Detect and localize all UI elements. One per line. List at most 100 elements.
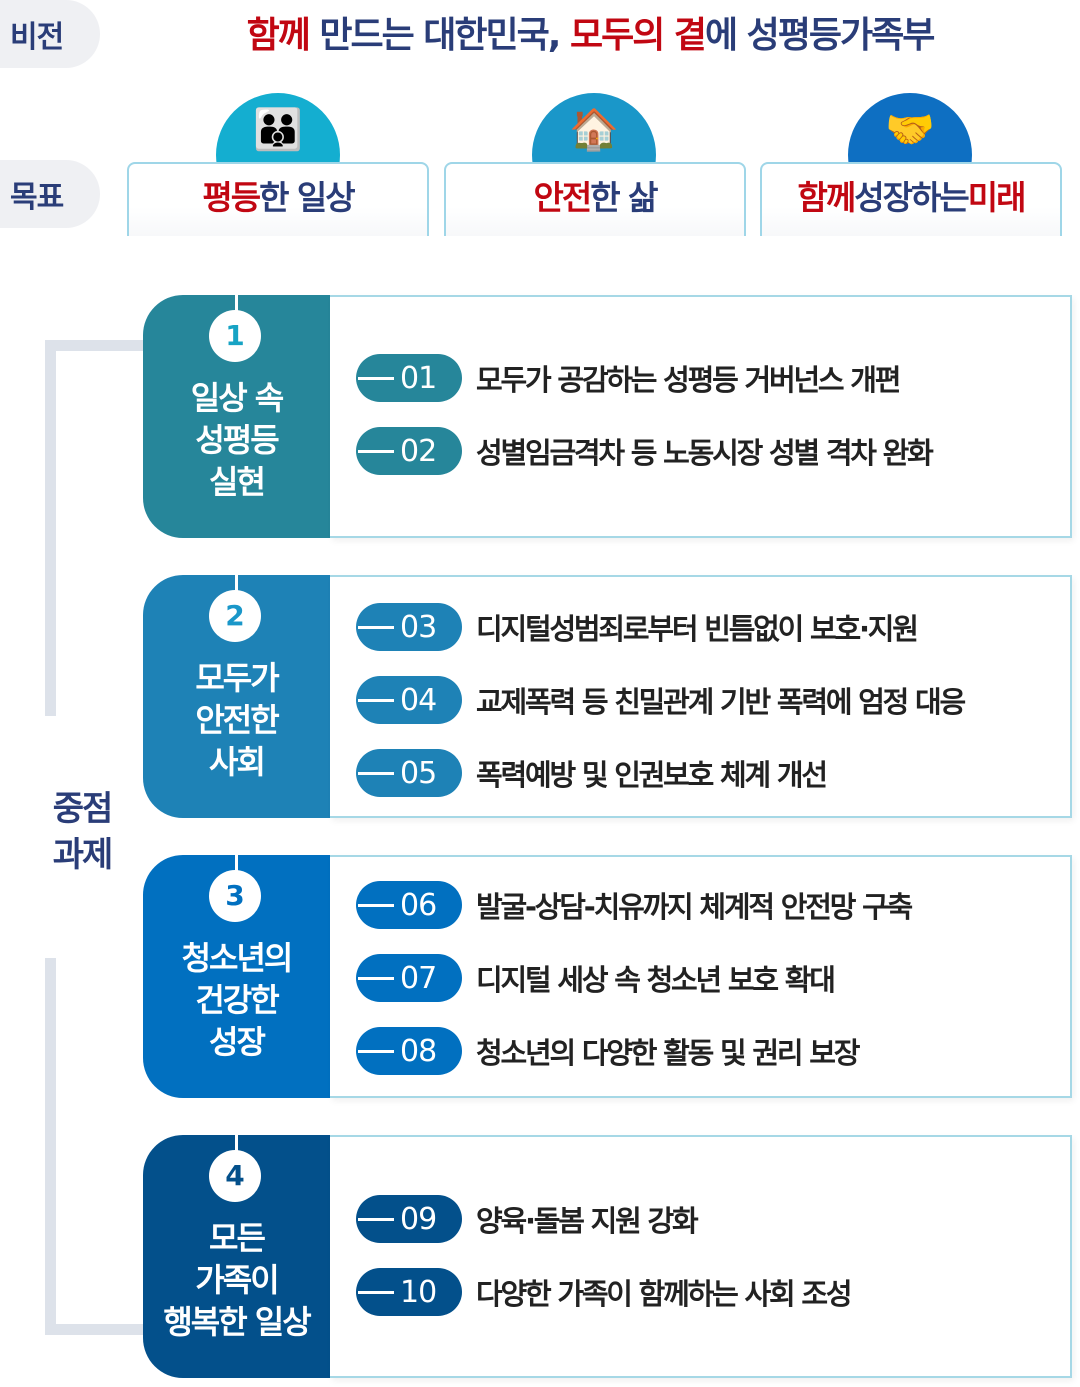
task-number-badge: 06 (356, 881, 462, 929)
task-number-badge: 04 (356, 676, 462, 724)
task-text: 성별임금격차 등 노동시장 성별 격차 완화 (476, 436, 934, 470)
dash-icon (358, 1217, 394, 1221)
focus-label-line: 과제 (52, 835, 114, 875)
goal-text-part: 평등 (202, 178, 261, 217)
task-number: 02 (400, 433, 437, 469)
section-header: 3 청소년의 건강한 성장 (143, 855, 330, 1098)
section-number-badge: 4 (209, 1150, 261, 1202)
task-text: 디지털 세상 속 청소년 보호 확대 (476, 963, 836, 997)
goal-text-part: 함께 (797, 178, 857, 217)
task-number-badge: 09 (356, 1195, 462, 1243)
task-text: 교제폭력 등 친밀관계 기반 폭력에 엄정 대응 (476, 685, 966, 719)
focus-label-line: 중점 (52, 789, 114, 829)
goal-card-growing-together-future: 함께 성장하는 미래 (760, 162, 1062, 236)
task-number: 06 (400, 887, 437, 923)
section-title: 청소년의 건강한 성장 (143, 937, 330, 1063)
hand-holding-house-icon: 🏠 (569, 107, 619, 153)
dash-icon (358, 976, 394, 980)
section-items-panel: 01 모두가 공감하는 성평등 거버넌스 개편 02 성별임금격차 등 노동시장… (330, 295, 1072, 538)
section-items-panel: 09 양육·돌봄 지원 강화 10 다양한 가족이 함께하는 사회 조성 (330, 1135, 1072, 1378)
bracket-top-horizontal (45, 340, 145, 351)
task-number: 03 (400, 609, 437, 645)
task-item: 01 모두가 공감하는 성평등 거버넌스 개편 (356, 353, 901, 403)
goals-label: 목표 (0, 160, 100, 228)
goal-text-part: 한 삶 (590, 178, 658, 217)
bracket-bottom-horizontal (45, 1324, 145, 1335)
dash-icon (358, 625, 394, 629)
dash-icon (358, 1290, 394, 1294)
connector-stem (235, 575, 238, 591)
section-title: 일상 속 성평등 실현 (143, 377, 330, 503)
task-number: 10 (400, 1274, 437, 1310)
task-number: 09 (400, 1201, 437, 1237)
vision-title-part: 만드는 대한민국, (308, 15, 570, 56)
section-title: 모두가 안전한 사회 (143, 657, 330, 783)
bracket-lower-vertical (45, 958, 56, 1335)
hands-holding-people-icon: 👪 (253, 107, 303, 153)
section-title-line: 건강한 (195, 981, 279, 1019)
task-number: 01 (400, 360, 437, 396)
dash-icon (358, 449, 394, 453)
section-number-badge: 1 (209, 310, 261, 362)
task-text: 모두가 공감하는 성평등 거버넌스 개편 (476, 363, 901, 397)
bracket-upper-vertical (45, 340, 56, 716)
section-title-line: 성평등 (195, 421, 279, 459)
section-title: 모든 가족이 행복한 일상 (143, 1217, 330, 1343)
task-number-badge: 03 (356, 603, 462, 651)
task-item: 05 폭력예방 및 인권보호 체계 개선 (356, 748, 828, 798)
vision-title-part: 에 성평등가족부 (705, 15, 935, 56)
section-title-line: 행복한 일상 (163, 1303, 311, 1341)
task-text: 디지털성범죄로부터 빈틈없이 보호·지원 (476, 612, 919, 646)
dash-icon (358, 376, 394, 380)
goal-text-part: 미래 (967, 178, 1027, 217)
task-item: 08 청소년의 다양한 활동 및 권리 보장 (356, 1026, 860, 1076)
section-title-line: 사회 (209, 743, 266, 781)
section-title-line: 안전한 (195, 701, 279, 739)
task-item: 04 교제폭력 등 친밀관계 기반 폭력에 엄정 대응 (356, 675, 966, 725)
goal-text-part: 한 일상 (259, 178, 356, 217)
vision-title: 함께 만드는 대한민국, 모두의 곁에 성평등가족부 (120, 6, 1060, 66)
task-number: 05 (400, 755, 437, 791)
focus-section-4: 4 모든 가족이 행복한 일상 09 양육·돌봄 지원 강화 10 다양한 가족… (143, 1135, 1072, 1378)
connector-stem (235, 855, 238, 871)
section-items-panel: 06 발굴-상담-치유까지 체계적 안전망 구축 07 디지털 세상 속 청소년… (330, 855, 1072, 1098)
section-number-badge: 2 (209, 590, 261, 642)
vision-title-part: 모두의 곁 (569, 15, 707, 56)
task-number: 07 (400, 960, 437, 996)
section-title-line: 모든 (209, 1219, 266, 1257)
section-title-line: 일상 속 (190, 379, 284, 417)
section-title-line: 청소년의 (181, 939, 294, 977)
task-item: 07 디지털 세상 속 청소년 보호 확대 (356, 953, 836, 1003)
task-item: 02 성별임금격차 등 노동시장 성별 격차 완화 (356, 426, 934, 476)
goal-text-part: 안전 (533, 178, 593, 217)
focus-section-1: 1 일상 속 성평등 실현 01 모두가 공감하는 성평등 거버넌스 개편 02… (143, 295, 1072, 538)
focus-section-2: 2 모두가 안전한 사회 03 디지털성범죄로부터 빈틈없이 보호·지원 04 … (143, 575, 1072, 818)
task-number-badge: 02 (356, 427, 462, 475)
task-item: 10 다양한 가족이 함께하는 사회 조성 (356, 1267, 853, 1317)
task-number-badge: 08 (356, 1027, 462, 1075)
task-text: 청소년의 다양한 활동 및 권리 보장 (476, 1036, 860, 1070)
task-number-badge: 01 (356, 354, 462, 402)
section-title-line: 성장 (209, 1023, 266, 1061)
goal-text-part: 성장하는 (854, 178, 969, 217)
task-item: 06 발굴-상담-치유까지 체계적 안전망 구축 (356, 880, 913, 930)
focus-tasks-label: 중점 과제 (40, 786, 124, 878)
section-header: 1 일상 속 성평등 실현 (143, 295, 330, 538)
section-items-panel: 03 디지털성범죄로부터 빈틈없이 보호·지원 04 교제폭력 등 친밀관계 기… (330, 575, 1072, 818)
section-title-line: 모두가 (195, 659, 279, 697)
dash-icon (358, 903, 394, 907)
dash-icon (358, 771, 394, 775)
focus-section-3: 3 청소년의 건강한 성장 06 발굴-상담-치유까지 체계적 안전망 구축 0… (143, 855, 1072, 1098)
section-title-line: 가족이 (195, 1261, 279, 1299)
stacked-hands-teamwork-icon: 🤝 (885, 107, 935, 153)
connector-stem (235, 295, 238, 311)
task-number-badge: 05 (356, 749, 462, 797)
dash-icon (358, 1049, 394, 1053)
dash-icon (358, 698, 394, 702)
section-number-badge: 3 (209, 870, 261, 922)
task-item: 09 양육·돌봄 지원 강화 (356, 1194, 699, 1244)
task-text: 폭력예방 및 인권보호 체계 개선 (476, 758, 828, 792)
vision-title-part: 함께 (246, 15, 311, 56)
